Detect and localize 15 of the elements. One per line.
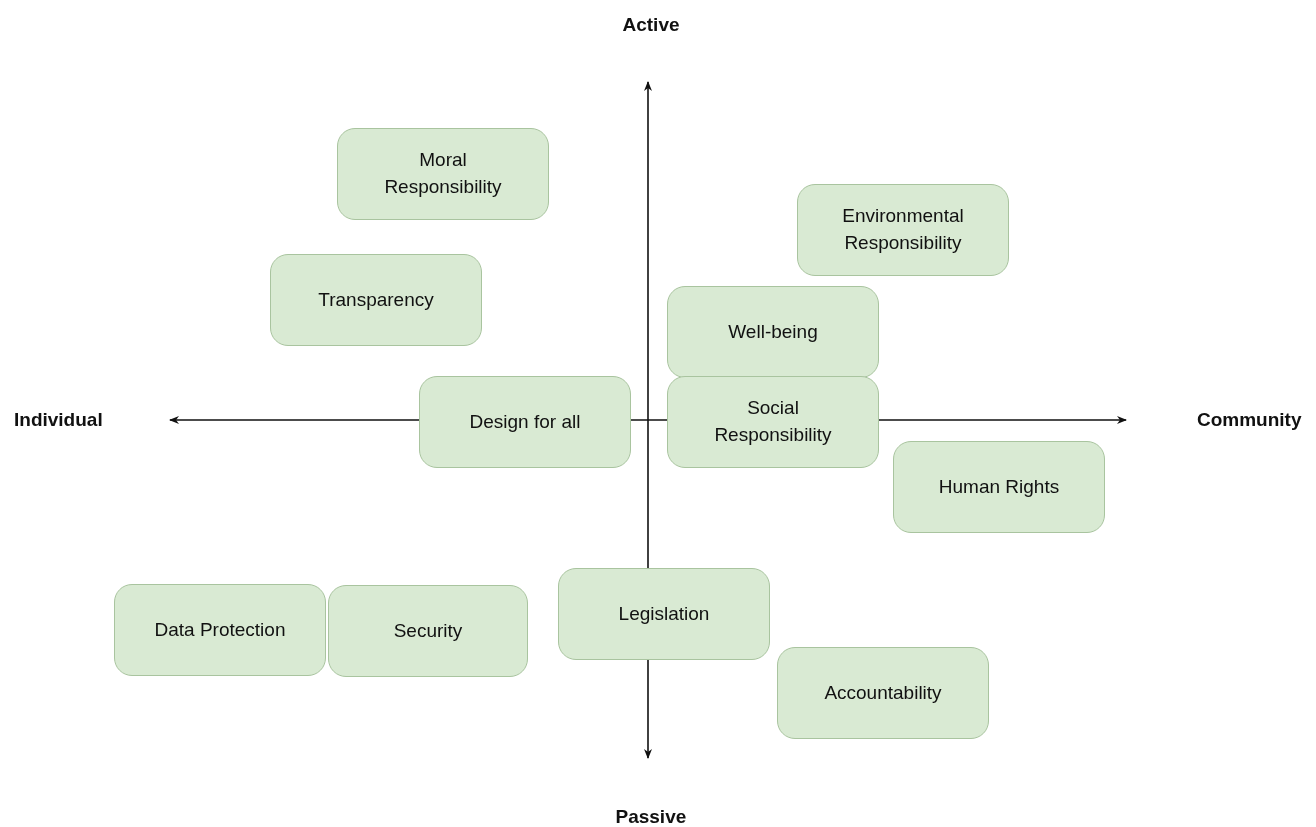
- axis-label: Passive: [615, 806, 687, 827]
- concept-box: Transparency: [270, 254, 482, 346]
- concept-box: Legislation: [558, 568, 770, 660]
- concept-box: Human Rights: [893, 441, 1105, 533]
- concept-box: Design for all: [419, 376, 631, 468]
- concept-box: Accountability: [777, 647, 989, 739]
- concept-box: Social Responsibility: [667, 376, 879, 468]
- concept-box: Moral Responsibility: [337, 128, 549, 220]
- concept-box: Environmental Responsibility: [797, 184, 1009, 276]
- concept-box: Data Protection: [114, 584, 326, 676]
- axis-label: Active: [622, 14, 680, 36]
- concept-box: Well-being: [667, 286, 879, 378]
- axis-label: Individual: [14, 409, 103, 431]
- axis-label: Community: [1197, 409, 1302, 431]
- concept-box: Security: [328, 585, 528, 677]
